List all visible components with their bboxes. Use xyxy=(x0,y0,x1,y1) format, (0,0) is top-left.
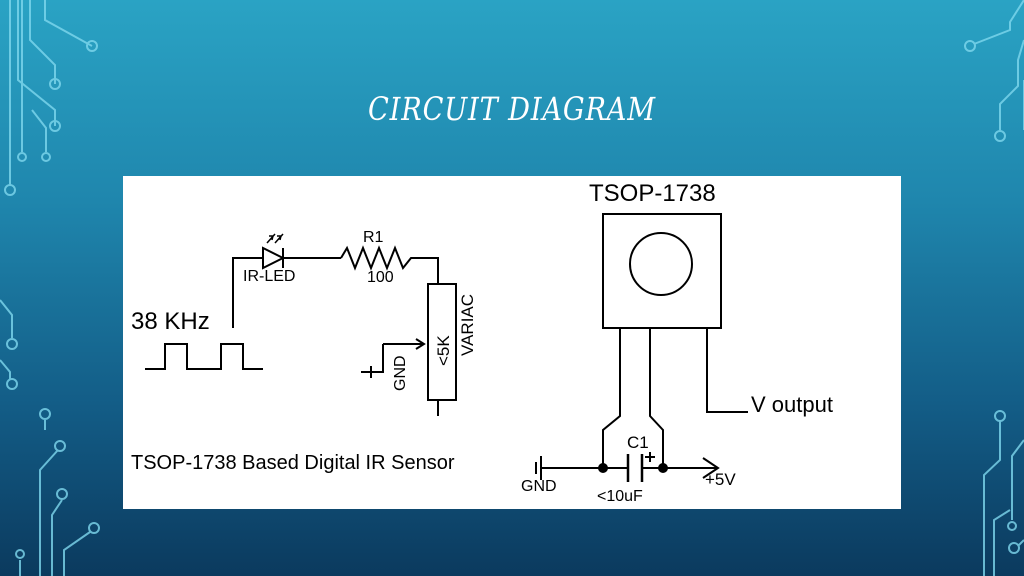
pot-value-label: <5K xyxy=(434,335,453,366)
resistor-value-label: 100 xyxy=(367,269,394,286)
diagram-caption: TSOP-1738 Based Digital IR Sensor xyxy=(131,452,455,474)
tsop-part-label: TSOP-1738 xyxy=(589,180,716,207)
receiver-gnd-label: GND xyxy=(521,478,557,495)
led-label: IR-LED xyxy=(243,268,295,285)
circuit-decoration-right xyxy=(964,0,1024,576)
tsop-lead-2 xyxy=(649,328,664,468)
cap-value-label: <10uF xyxy=(597,488,643,505)
wire-input xyxy=(232,257,263,328)
wire-gnd-left xyxy=(361,344,384,378)
supply-label: +5V xyxy=(705,470,736,489)
output-label: V output xyxy=(751,392,833,417)
led-symbol xyxy=(262,246,286,270)
frequency-label: 38 KHz xyxy=(131,308,210,335)
circuit-schematic: 38 KHz IR-LED R1 100 <5K VARIAC GND TSOP… xyxy=(131,180,833,505)
tsop-body xyxy=(602,213,722,329)
supply-arrow xyxy=(663,457,720,479)
resistor-r1 xyxy=(340,245,439,284)
potentiometer-body xyxy=(427,283,457,401)
circuit-decoration-left xyxy=(0,0,100,576)
pot-name-label: VARIAC xyxy=(458,294,477,356)
circuit-diagram: 38 KHz IR-LED R1 100 <5K VARIAC GND TSOP… xyxy=(123,176,901,509)
tsop-lead-1 xyxy=(602,328,621,468)
potentiometer-wiper xyxy=(383,338,426,350)
square-wave-signal xyxy=(145,343,263,370)
gnd-symbol xyxy=(535,456,542,480)
capacitor-c1 xyxy=(626,454,644,482)
slide-title: CIRCUIT DIAGRAM xyxy=(368,90,656,128)
transmitter-gnd-label: GND xyxy=(392,355,409,391)
cap-name-label: C1 xyxy=(627,433,649,452)
tsop-lens xyxy=(629,232,693,296)
tsop-lead-3 xyxy=(706,328,748,413)
resistor-name-label: R1 xyxy=(363,229,384,246)
